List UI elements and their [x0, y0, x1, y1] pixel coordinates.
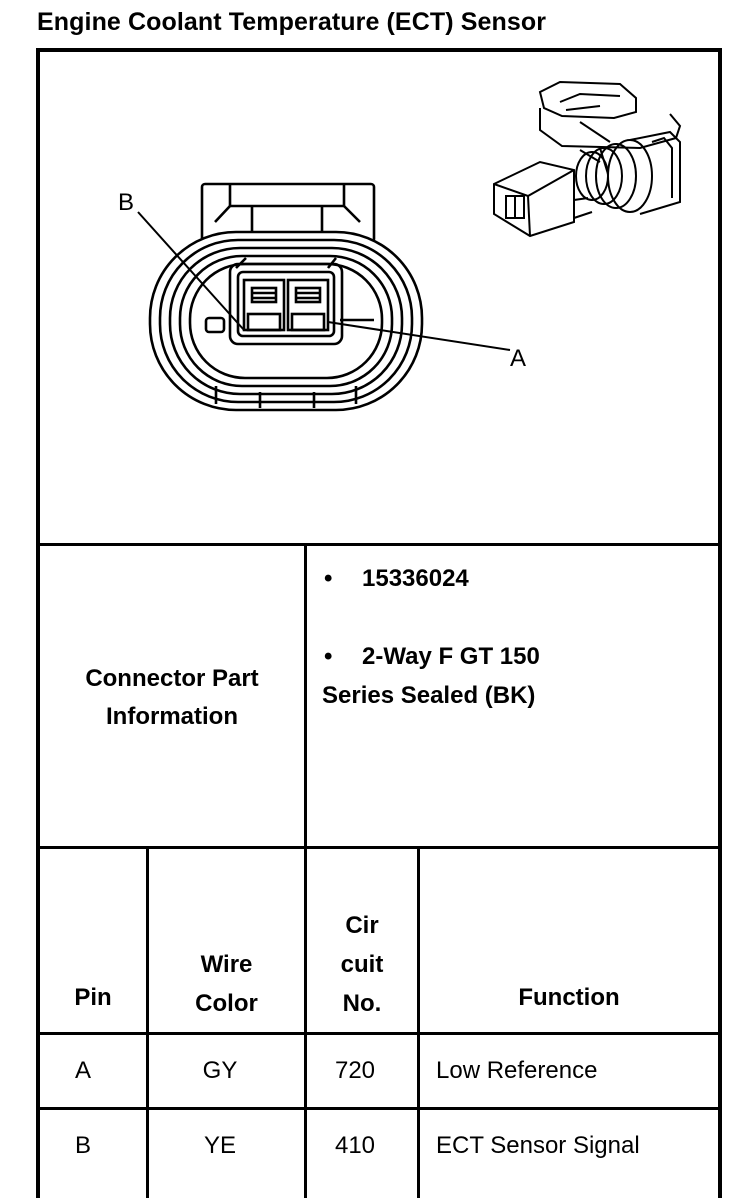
- row-divider-figure: [36, 543, 722, 546]
- part-number: 15336024: [362, 565, 469, 592]
- header-circuit-line1: Cir: [345, 912, 379, 939]
- callout-a-label: A: [510, 345, 526, 372]
- row-divider-info: [36, 846, 722, 849]
- column-divider-pin: [146, 846, 149, 1198]
- row-b-circuit: 410: [334, 1132, 376, 1159]
- callout-b-label: B: [118, 189, 134, 216]
- row-a-pin: A: [74, 1057, 91, 1084]
- connector-description-item: • 2-Way F GT 150: [324, 643, 540, 671]
- bullet-marker: •: [324, 565, 333, 592]
- connector-description-line1: 2-Way F GT 150: [362, 643, 540, 670]
- row-b-pin: B: [74, 1132, 91, 1159]
- table-border-left: [36, 48, 40, 1198]
- connector-info-label-line2: Information: [106, 703, 238, 730]
- page-title: Engine Coolant Temperature (ECT) Sensor: [37, 8, 547, 36]
- table-border-right: [718, 48, 722, 1198]
- header-circuit-line3: No.: [342, 990, 382, 1017]
- header-function: Function: [518, 984, 620, 1011]
- row-a-function: Low Reference: [436, 1057, 598, 1084]
- connector-info-label: Connector Part Information: [40, 660, 304, 736]
- connector-description-line2: Series Sealed (BK): [322, 682, 536, 709]
- connector-isometric-view: [493, 80, 682, 238]
- connector-face-view: [137, 182, 511, 412]
- header-wire-color: Wire Color: [149, 945, 304, 1023]
- row-a-wire-color: GY: [202, 1057, 238, 1084]
- connector-diagram: B A: [118, 80, 682, 412]
- part-number-item: • 15336024: [324, 565, 469, 593]
- row-divider-header: [36, 1032, 722, 1035]
- row-b-wire-color: YE: [203, 1132, 236, 1159]
- header-wire-color-line2: Color: [195, 990, 258, 1017]
- header-wire-color-line1: Wire: [200, 951, 253, 978]
- connector-figure: B A: [40, 52, 720, 542]
- header-circuit-number: Cir cuit No.: [307, 906, 417, 1023]
- header-pin: Pin: [74, 984, 112, 1011]
- row-divider-row-a: [36, 1107, 722, 1110]
- bullet-marker: •: [324, 643, 333, 670]
- table-border-top: [36, 48, 722, 52]
- header-circuit-line2: cuit: [340, 951, 384, 978]
- row-b-function: ECT Sensor Signal: [436, 1132, 640, 1159]
- column-divider-circuit: [417, 846, 420, 1198]
- row-a-circuit: 720: [334, 1057, 376, 1084]
- connector-info-label-line1: Connector Part: [85, 665, 259, 692]
- column-divider-info: [304, 543, 307, 1198]
